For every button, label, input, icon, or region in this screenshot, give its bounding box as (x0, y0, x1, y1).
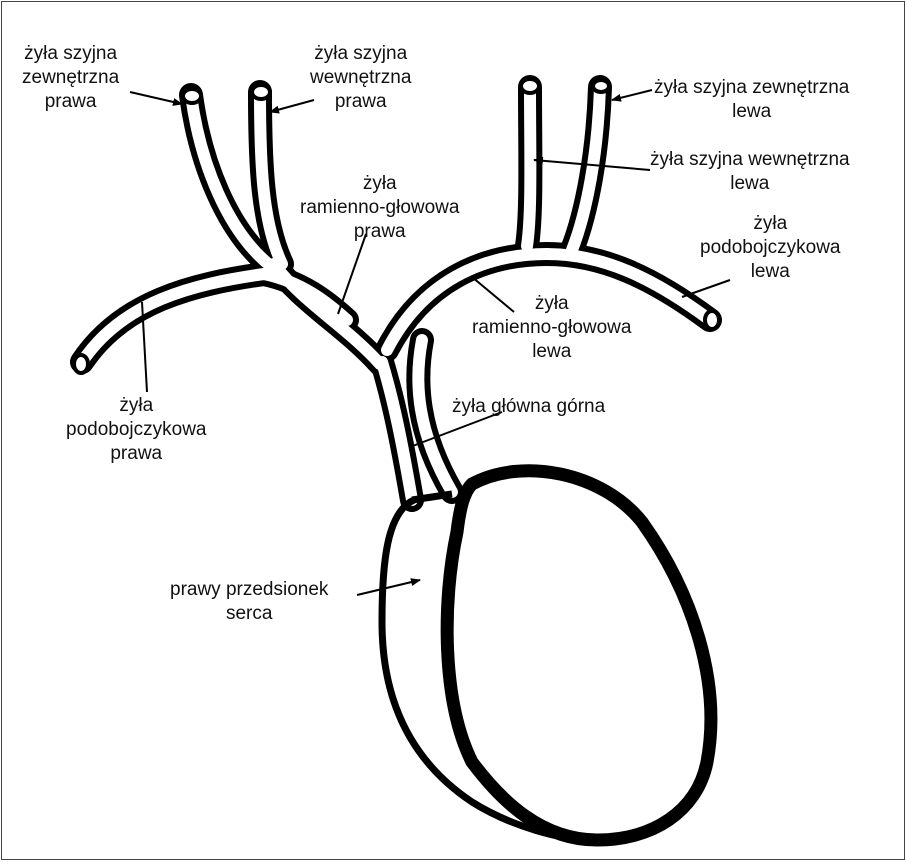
opening-subclavian-left (705, 311, 719, 329)
opening-ext-jugular-left (593, 80, 609, 92)
label-superior-vena-cava: żyła główna górna (452, 395, 605, 419)
pointer-ext-jugular-left (612, 90, 652, 100)
label-int-jugular-right: żyła szyjna wewnętrzna prawa (310, 42, 411, 114)
opening-subclavian-right (74, 355, 88, 373)
label-brachiocephalic-right: żyła ramienno-głowowa prawa (300, 172, 459, 244)
opening-ext-jugular-right (183, 89, 201, 103)
label-subclavian-right: żyła podobojczykowa prawa (66, 394, 206, 466)
label-ext-jugular-right: żyła szyjna zewnętrzna prawa (22, 42, 119, 114)
pointer-int-jugular-right (270, 100, 314, 112)
pointer-right-atrium (357, 580, 420, 595)
label-right-atrium: prawy przedsionek serca (170, 578, 328, 626)
label-ext-jugular-left: żyła szyjna zewnętrzna lewa (654, 76, 849, 124)
pointer-brachiocephalic-right (338, 234, 366, 314)
opening-int-jugular-left (521, 79, 539, 93)
label-subclavian-left: żyła podobojczykowa lewa (700, 212, 840, 284)
opening-int-jugular-right (252, 85, 270, 99)
pointer-ext-jugular-right (130, 92, 182, 104)
heart-shape (447, 471, 711, 840)
label-brachiocephalic-left: żyła ramienno-głowowa lewa (472, 292, 631, 364)
label-int-jugular-left: żyła szyjna wewnętrzna lewa (650, 148, 850, 196)
